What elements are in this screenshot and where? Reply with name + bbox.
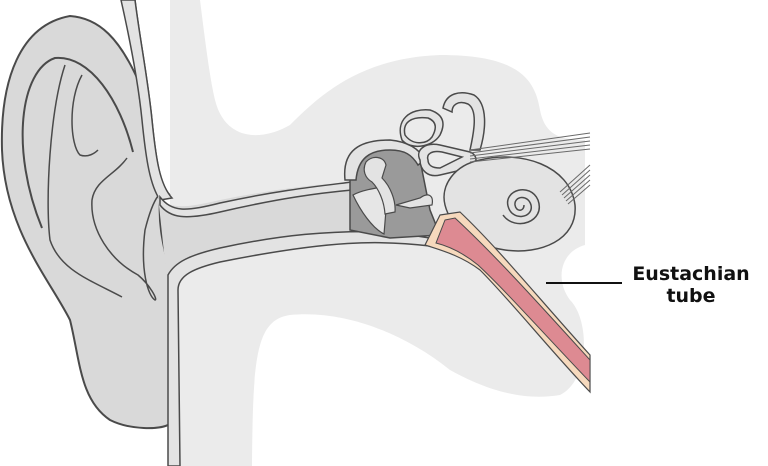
eustachian-tube-label: Eustachian tube xyxy=(624,263,758,307)
ossicles xyxy=(363,156,433,215)
label-line-1: Eustachian xyxy=(632,263,750,285)
antihelix-fold xyxy=(47,64,123,298)
eustachian-tube-inner xyxy=(435,217,591,384)
helix-fold xyxy=(21,56,134,229)
cochlea xyxy=(443,156,576,252)
label-line-2: tube xyxy=(666,285,716,307)
scapha-fold xyxy=(71,74,99,157)
skin-edge-upper-fill xyxy=(120,0,174,201)
cochlea-spiral xyxy=(502,189,541,225)
auditory-nerve xyxy=(469,132,591,205)
concha-fold xyxy=(91,157,159,301)
